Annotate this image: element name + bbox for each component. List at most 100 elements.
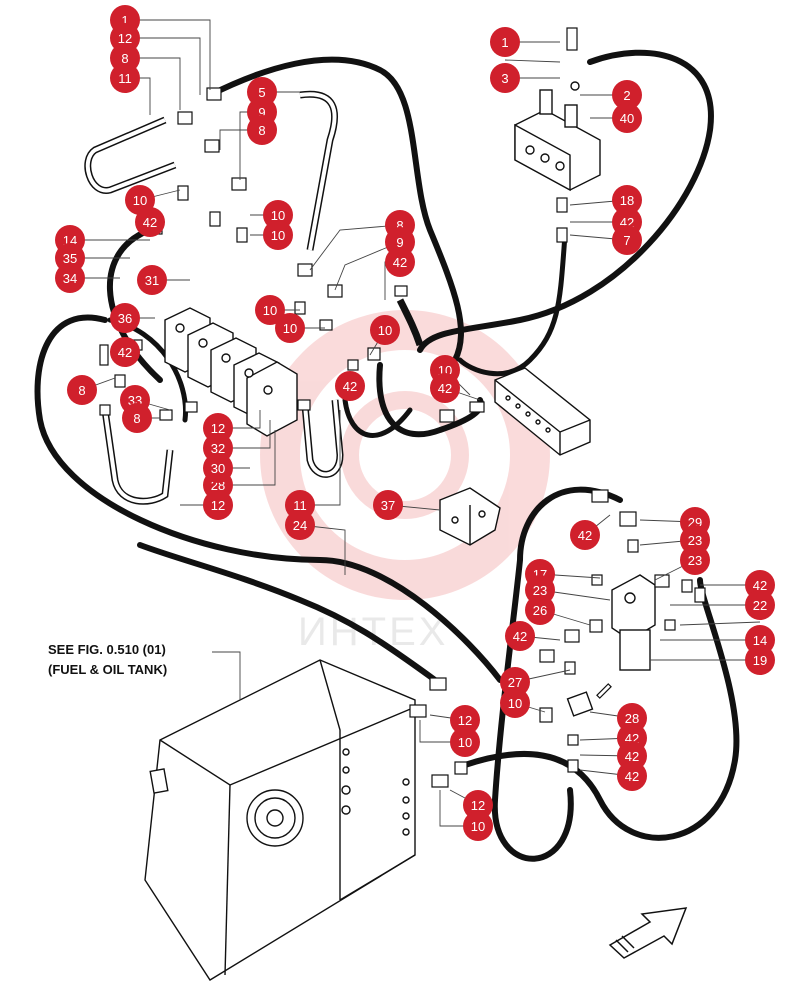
callout-badge [500,667,530,697]
callout-12: 12 [463,790,493,820]
callout-18: 18 [612,185,642,215]
callout-badge [525,595,555,625]
callout-42: 42 [570,520,600,550]
callout-number: 27 [508,675,522,690]
callout-number: 9 [258,105,265,120]
callout-26: 26 [525,595,555,625]
callout-number: 26 [533,603,547,618]
callout-number: 14 [753,633,767,648]
callout-42: 42 [505,621,535,651]
callout-number: 8 [258,123,265,138]
bracket [439,487,501,546]
callout-number: 23 [533,583,547,598]
callout-number: 42 [578,528,592,543]
callout-30: 30 [203,453,233,483]
callout-27: 27 [500,667,530,697]
callout-badge [490,63,520,93]
callout-42: 42 [430,373,460,403]
callout-badge [463,790,493,820]
callout-number: 10 [271,228,285,243]
callout-number: 10 [471,819,485,834]
callout-badge [203,490,233,520]
callout-number: 36 [118,311,132,326]
callout-23: 23 [680,545,710,575]
callout-number: 23 [688,553,702,568]
watermark-text: ИНТЕХ [298,610,449,654]
callout-number: 10 [378,323,392,338]
callout-42: 42 [135,207,165,237]
callout-10: 10 [275,313,305,343]
callout-10: 10 [263,220,293,250]
callout-number: 42 [625,769,639,784]
callout-number: 12 [118,31,132,46]
callout-number: 42 [753,578,767,593]
callout-badge [67,375,97,405]
callout-40: 40 [612,103,642,133]
callout-number: 1 [501,35,508,50]
callout-number: 42 [625,749,639,764]
reference-line-2: (FUEL & OIL TANK) [48,662,168,677]
callout-badge [612,185,642,215]
callout-badge [285,510,315,540]
callout-number: 28 [625,711,639,726]
fuel-oil-tank [144,659,421,981]
callout-number: 12 [211,421,225,436]
callout-number: 7 [623,233,630,248]
callout-badge [370,315,400,345]
callout-badge [500,688,530,718]
callout-number: 10 [263,303,277,318]
callout-badge [617,761,647,791]
callout-37: 37 [373,490,403,520]
callout-number: 42 [143,215,157,230]
callout-number: 10 [508,696,522,711]
callout-badge [263,220,293,250]
manifold-block [494,367,591,456]
callout-8: 8 [122,403,152,433]
callout-badge [430,373,460,403]
callout-number: 37 [381,498,395,513]
callout-36: 36 [110,303,140,333]
control-valve-top-right [514,81,601,192]
callout-22: 22 [745,590,775,620]
callout-1: 1 [490,27,520,57]
callout-7: 7 [612,225,642,255]
callout-badge [612,80,642,110]
callout-number: 10 [458,735,472,750]
callout-number: 22 [753,598,767,613]
callout-badge [463,811,493,841]
callout-number: 18 [620,193,634,208]
callout-number: 11 [293,498,307,513]
callout-badge [745,590,775,620]
callout-number: 34 [63,271,77,286]
callout-badge [122,403,152,433]
callout-8: 8 [67,375,97,405]
callout-badge [450,705,480,735]
callout-number: 42 [438,381,452,396]
callout-10: 10 [500,688,530,718]
callout-badge [335,371,365,401]
callout-number: 42 [393,255,407,270]
callout-10: 10 [450,727,480,757]
callout-number: 10 [271,208,285,223]
callout-10: 10 [463,811,493,841]
callout-badge [110,337,140,367]
callout-number: 42 [513,629,527,644]
callout-34: 34 [55,263,85,293]
callout-badge [373,490,403,520]
callout-number: 24 [293,518,307,533]
callout-8: 8 [247,115,277,145]
callout-19: 19 [745,645,775,675]
callout-number: 12 [471,798,485,813]
callout-42: 42 [110,337,140,367]
callout-badge [110,63,140,93]
callout-31: 31 [137,265,167,295]
direction-arrow-icon [608,907,688,959]
callout-badge [450,727,480,757]
callout-11: 11 [110,63,140,93]
callout-12: 12 [450,705,480,735]
rigid-tubes [84,90,424,505]
callout-badge [745,645,775,675]
callout-number: 31 [145,273,159,288]
callout-badge [680,545,710,575]
